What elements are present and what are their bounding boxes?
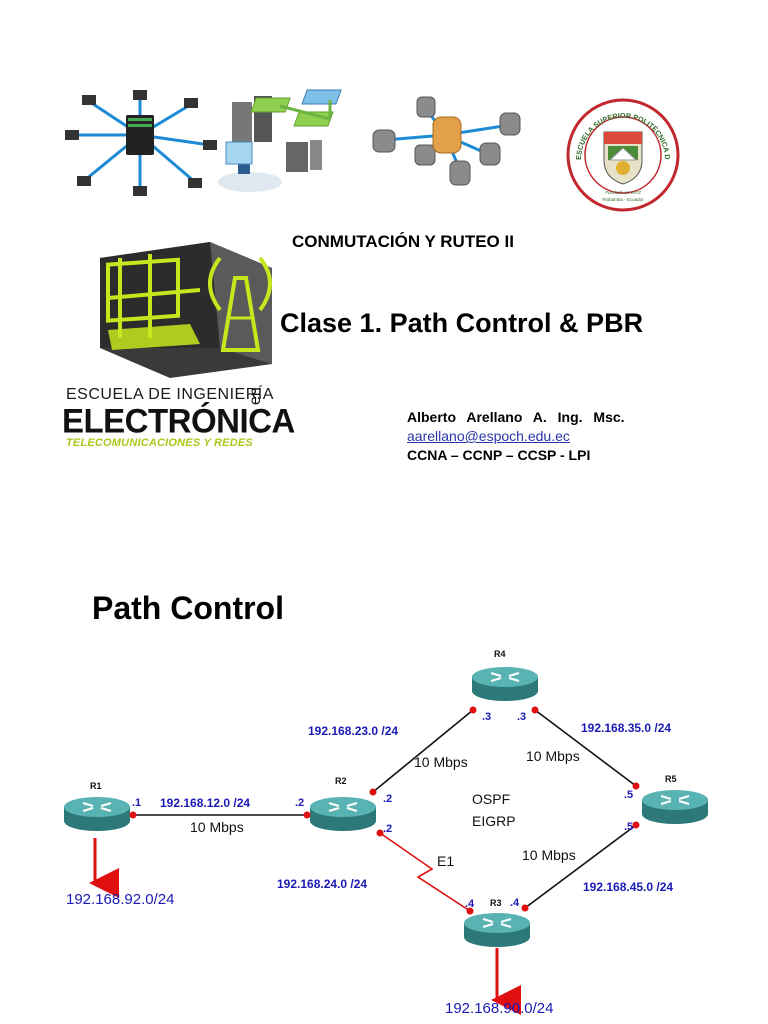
class-title: Clase 1. Path Control & PBR [280,308,644,338]
school-logo-cube [100,242,272,378]
host-id-r2-a: .2 [295,797,304,809]
seal-founded-text: Fundada en 1972 [605,190,641,195]
protocol-label-ospf: OSPF [472,791,510,807]
router-label-r5: R5 [665,774,677,784]
author-email-link[interactable]: aarellano@espoch.edu.ec [407,428,570,444]
link-r4-r5 [534,709,637,787]
school-logo-suffix: en [247,387,264,405]
host-id-r2-b: .2 [383,793,392,805]
network-topology-diagram: R1 R2 R3 R4 R5 192.168.12.0 /24 192.168.… [63,649,709,1017]
author-name: Alberto Arellano A. Ing. Msc. [407,409,625,425]
router-r5[interactable] [641,789,709,825]
host-id-r5-a: .5 [624,789,633,801]
host-id-r3-b: .4 [510,897,520,909]
university-seal: ESCUELA SUPERIOR POLITÉCNICA DE CHIMBORA… [566,98,680,212]
school-logo-line2: ELECTRÓNICA [62,401,295,440]
school-logo-line1: ESCUELA DE INGENIERÍA [66,386,274,403]
host-id-r4-b: .3 [517,711,526,723]
lan-label-r1: 192.168.92.0/24 [66,891,174,908]
bandwidth-r4-r5: 10 Mbps [526,748,580,764]
router-r4[interactable] [471,666,539,702]
router-r3[interactable] [463,912,531,948]
link-r3-r5 [524,824,637,909]
network-star-illustration [65,90,217,196]
network-label-r2-r3: 192.168.24.0 /24 [277,877,367,891]
seal-city-text: Riobamba - Ecuador [602,197,644,202]
host-id-r1: .1 [132,797,141,809]
host-id-r2-c: .2 [383,823,392,835]
router-label-r3: R3 [490,898,502,908]
host-id-r4-a: .3 [482,711,491,723]
network-label-r1-r2: 192.168.12.0 /24 [160,796,250,810]
interface-endpoints [129,706,640,915]
slide-heading: Path Control [92,590,284,626]
title-slide: ESCUELA SUPERIOR POLITÉCNICA DE CHIMBORA… [62,89,680,465]
author-block: Alberto Arellano A. Ing. Msc. aarellano@… [407,408,625,465]
network-label-r2-r4: 192.168.23.0 /24 [308,724,398,738]
bandwidth-r2-r4: 10 Mbps [414,754,468,770]
course-title: CONMUTACIÓN Y RUTEO II [292,232,514,251]
data-center-illustration [218,89,342,192]
link-r2-r3-serial [379,832,471,912]
router-label-r2: R2 [335,776,347,786]
lan-label-r3: 192.168.90.0/24 [445,1000,553,1017]
bandwidth-r1-r2: 10 Mbps [190,819,244,835]
bandwidth-r3-r5: 10 Mbps [522,847,576,863]
protocol-label-eigrp: EIGRP [472,813,516,829]
network-label-r3-r5: 192.168.45.0 /24 [583,880,673,894]
author-certifications: CCNA – CCNP – CCSP - LPI [407,447,591,463]
router-r1[interactable] [63,796,131,832]
serial-link-label: E1 [437,853,454,869]
router-label-r1: R1 [90,781,102,791]
network-label-r4-r5: 192.168.35.0 /24 [581,721,671,735]
host-id-r5-b: .5 [624,821,633,833]
host-id-r3-a: .4 [465,898,475,910]
school-logo-line3: TELECOMUNICACIONES Y REDES [66,437,253,449]
router-r2[interactable] [309,796,377,832]
database-cluster-illustration [372,96,521,186]
link-r2-r4 [372,709,474,793]
router-label-r4: R4 [494,649,506,659]
